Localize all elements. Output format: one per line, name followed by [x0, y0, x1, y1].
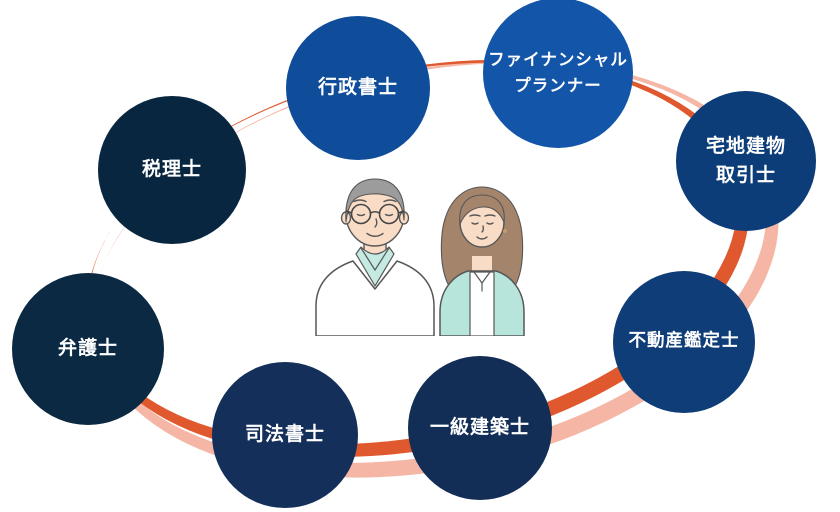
node-label: 弁護士: [12, 334, 164, 363]
node-label-line: 司法書士: [244, 423, 325, 446]
woman-hair-fringe: [459, 194, 505, 225]
woman-neck: [472, 256, 492, 274]
woman-mouth: [476, 236, 488, 240]
woman-blouse: [469, 271, 495, 336]
node-label-line: 弁護士: [57, 337, 118, 360]
man-eye-right: [384, 213, 394, 217]
node-label: 行政書士: [286, 73, 430, 102]
node-label: 不動産鑑定士: [613, 328, 755, 355]
node-label: 司法書士: [212, 420, 358, 449]
node-shiho-shoshi: 司法書士: [212, 362, 358, 508]
woman-figure: [439, 186, 525, 336]
man-hair: [345, 178, 405, 223]
node-takuchi-tatemono: 宅地建物 取引士: [676, 91, 816, 231]
node-financial-planner: ファイナンシャル プランナー: [483, 0, 633, 148]
node-label-line: 行政書士: [317, 76, 398, 99]
woman-eyebrow-right: [484, 214, 496, 217]
node-zeirishi: 税理士: [98, 96, 246, 244]
woman-earring: [503, 229, 507, 233]
node-label-line: 不動産鑑定士: [628, 331, 740, 352]
woman-eye-left: [471, 222, 479, 225]
man-sweater: [315, 260, 435, 336]
man-neck: [363, 233, 387, 259]
node-label: 税理士: [98, 155, 246, 184]
man-collar-line-left: [360, 247, 376, 271]
node-label: 一級建築士: [408, 413, 552, 442]
man-shirt-collar: [355, 246, 395, 287]
node-bengoshi: 弁護士: [12, 273, 164, 425]
node-label-line: ファイナンシャル: [488, 50, 628, 70]
man-eyebrow-left: [353, 199, 367, 203]
node-gyosei-shoshi: 行政書士: [286, 16, 430, 160]
woman-nose: [481, 225, 485, 233]
woman-eyebrow-left: [469, 214, 481, 217]
man-collar-line-right: [374, 247, 390, 271]
node-label-line: 取引士: [715, 164, 776, 186]
woman-cardigan: [439, 270, 525, 336]
node-label-line: 宅地建物: [705, 134, 786, 157]
node-ikkyu-kenchikushi: 一級建築士: [408, 356, 552, 500]
node-label-line: 税理士: [141, 158, 202, 181]
woman-eye-right: [486, 222, 494, 225]
man-figure: [315, 178, 435, 336]
senior-couple-illustration: [315, 178, 525, 336]
woman-face: [459, 196, 505, 248]
node-label-line: 一級建築士: [429, 416, 530, 439]
man-ear-right: [398, 211, 410, 225]
node-label-line: プランナー: [514, 76, 602, 95]
man-mouth: [366, 232, 384, 237]
node-fudosan-kanteishi: 不動産鑑定士: [613, 271, 755, 413]
woman-blouse-neckline: [473, 271, 491, 284]
node-label: 宅地建物 取引士: [676, 132, 816, 191]
man-eyebrow-right: [383, 199, 397, 203]
man-glasses-icon: [345, 203, 405, 225]
man-face: [345, 181, 405, 247]
node-label: ファイナンシャル プランナー: [483, 47, 633, 98]
man-eye-left: [356, 213, 366, 217]
woman-hair-back: [440, 186, 524, 291]
man-ear-left: [340, 211, 352, 225]
man-nose: [374, 218, 378, 228]
